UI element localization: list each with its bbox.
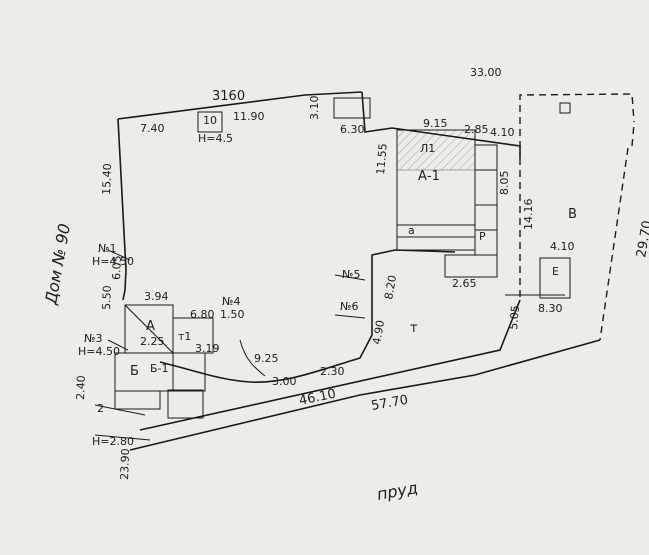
dim-490: 4.90	[370, 319, 387, 345]
dim-915: 9.15	[423, 117, 448, 130]
parcel-boundary-bottom-2	[139, 299, 521, 431]
building-a1-ext	[444, 254, 498, 278]
building-a1-hatch-top	[396, 129, 476, 171]
dim-505: 5.05	[507, 305, 522, 331]
building-a-hatch	[124, 304, 174, 354]
marker-n5: №5	[342, 268, 360, 281]
parcel-boundary-bottom	[129, 339, 601, 451]
dim-605: 6.05	[110, 255, 124, 280]
marker-n2: 2	[97, 402, 104, 415]
dim-line-bottom-2	[94, 434, 151, 441]
dim-820: 8.20	[382, 274, 399, 300]
marker-n3: №3	[84, 332, 102, 345]
label-r: Р	[479, 230, 486, 243]
dim-1190: 11.90	[233, 110, 265, 123]
parcel-dashed-top	[519, 93, 635, 148]
marker-n10: 10	[203, 114, 217, 127]
dim-394: 3.94	[144, 290, 169, 303]
walkway-inner	[239, 339, 266, 377]
dim-925: 9.25	[254, 352, 279, 365]
dim-630: 6.30	[340, 123, 365, 136]
dim-2390: 23.90	[118, 448, 132, 480]
dim-2970: 29.70	[634, 219, 649, 258]
dim-line-left	[107, 249, 131, 261]
building-b-ext	[172, 352, 206, 392]
dim-line-n6	[334, 314, 366, 319]
marker-n4: №4	[222, 295, 240, 308]
building-a1-row-2	[396, 236, 476, 251]
dim-550: 5.50	[100, 285, 114, 310]
parcel-boundary-left	[117, 118, 127, 301]
dim-300: 3.00	[272, 375, 297, 388]
building-10	[167, 389, 204, 419]
marker-n4-h: 1.50	[220, 308, 245, 321]
label-a: А	[146, 319, 155, 334]
building-b-small	[114, 390, 161, 410]
dim-740: 7.40	[140, 122, 165, 135]
dim-1416: 14.16	[522, 199, 535, 231]
dim-line-bottom	[94, 404, 146, 416]
label-v: В	[568, 207, 577, 222]
dim-310: 3.10	[308, 96, 321, 121]
marker-n3-h: Н=4.50	[78, 345, 120, 358]
marker-n6: №6	[340, 300, 358, 313]
shed-top	[333, 97, 371, 119]
dim-225: 2.25	[140, 335, 165, 348]
dim-line-left-2	[107, 339, 129, 351]
pond-label: пруд	[375, 478, 419, 504]
parcel-dashed-right	[599, 123, 635, 341]
dim-680: 6.80	[190, 308, 215, 321]
label-t: т	[410, 321, 418, 336]
house-label: Дом № 90	[41, 222, 74, 307]
label-b1: Б-1	[150, 362, 169, 375]
label-e: Е	[552, 265, 559, 278]
dim-265: 2.65	[452, 277, 477, 290]
label-a1: А-1	[418, 169, 440, 184]
dim-5770: 57.70	[370, 393, 409, 414]
dim-285: 2.85	[464, 123, 489, 136]
marker-n10-h: Н=4.5	[198, 132, 233, 145]
dim-top-total: 3160	[212, 89, 245, 104]
dim-410b: 4.10	[550, 240, 575, 253]
dim-240: 2.40	[74, 375, 88, 400]
dim-805: 8.05	[498, 171, 511, 196]
label-lsq: Л1	[420, 142, 435, 155]
label-pa: а	[408, 224, 415, 237]
marker-n2-h: Н=2.80	[92, 435, 134, 448]
shed-small	[197, 111, 223, 133]
dim-319: 3.19	[195, 342, 220, 355]
dim-230: 2.30	[320, 365, 345, 378]
marker-n1-h: Н=4.50	[92, 255, 134, 268]
label-b: Б	[130, 364, 139, 379]
building-e	[539, 257, 571, 299]
dim-top-right: 33.00	[470, 66, 502, 79]
parcel-boundary	[117, 91, 521, 158]
dim-line-n5	[334, 274, 366, 281]
marker-n1: №1	[98, 242, 116, 255]
dim-1540: 15.40	[100, 163, 114, 195]
well-marker	[559, 102, 571, 114]
label-t1: т1	[178, 330, 191, 343]
dim-410a: 4.10	[490, 126, 515, 139]
walkway	[159, 249, 456, 383]
dim-830: 8.30	[538, 302, 563, 315]
dim-1155: 11.55	[374, 143, 390, 176]
